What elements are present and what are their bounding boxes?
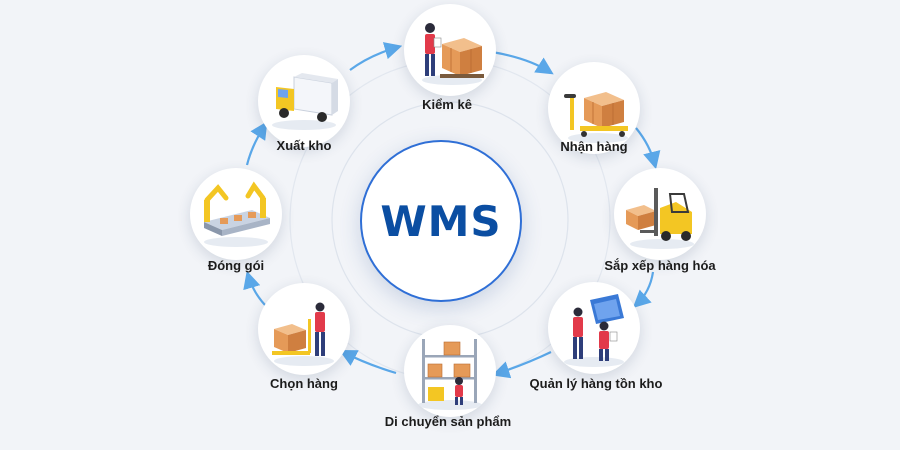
cycle-arrow xyxy=(245,121,268,166)
node-quan-ly-hang-ton-kho xyxy=(548,282,640,374)
cycle-arrow xyxy=(339,349,397,375)
pallet-jack-receiving-icon xyxy=(564,92,628,143)
wms-center-circle: WMS xyxy=(360,140,522,302)
delivery-truck-icon xyxy=(272,73,338,130)
node-sap-xep-hang-hoa xyxy=(614,168,706,260)
node-kiem-ke xyxy=(404,4,496,96)
label-di-chuyen-san-pham: Di chuyển sản phẩm xyxy=(384,414,512,429)
cycle-arrow xyxy=(349,42,403,71)
label-nhan-hang: Nhận hàng xyxy=(560,139,628,154)
warehouse-rack-icon xyxy=(418,339,482,410)
cycle-arrow xyxy=(635,127,661,170)
inventory-management-icon xyxy=(564,294,624,367)
inventory-check-icon xyxy=(422,23,484,85)
cycle-arrow xyxy=(491,351,552,379)
node-di-chuyen-san-pham xyxy=(404,325,496,417)
node-chon-hang xyxy=(258,283,350,375)
label-kiem-ke: Kiểm kê xyxy=(422,97,472,112)
node-nhan-hang xyxy=(548,62,640,154)
cycle-arrow xyxy=(632,271,655,308)
forklift-icon xyxy=(626,188,694,249)
wms-title: WMS xyxy=(380,196,502,246)
picking-trolley-icon xyxy=(272,302,334,366)
node-dong-goi xyxy=(190,168,282,260)
label-sap-xep-hang-hoa: Sắp xếp hàng hóa xyxy=(604,258,716,273)
label-chon-hang: Chọn hàng xyxy=(270,376,338,391)
cycle-arrow xyxy=(491,50,554,75)
cycle-arrow xyxy=(243,270,266,306)
packing-robot-arm-icon xyxy=(204,181,270,247)
label-xuat-kho: Xuất kho xyxy=(276,138,332,153)
node-xuat-kho xyxy=(258,55,350,147)
label-dong-goi: Đóng gói xyxy=(207,258,265,273)
label-quan-ly-hang-ton-kho: Quản lý hàng tồn kho xyxy=(529,376,663,391)
